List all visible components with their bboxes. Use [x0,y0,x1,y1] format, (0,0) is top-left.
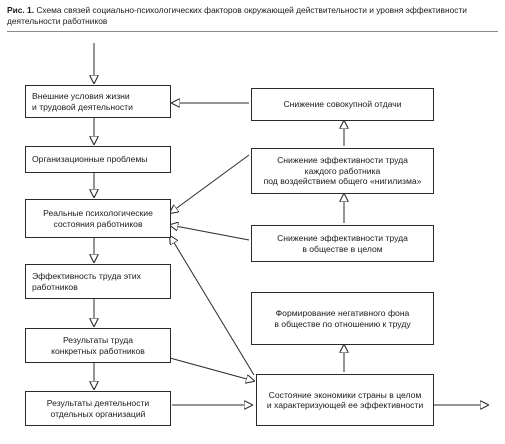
box-psychological-states-text: Реальные психологические состояния работ… [43,208,153,229]
box-total-return-decline-text: Снижение совокупной отдачи [283,99,402,110]
box-external-conditions-text: Внешние условия жизни и трудовой деятель… [32,91,133,112]
box-work-results-text: Результаты труда конкретных работников [51,335,145,356]
figure-caption-label: Рис. 1. [7,5,35,15]
arrow-b5-r5 [169,357,254,381]
figure-caption-text: Схема связей социально-психологических ф… [7,5,467,26]
box-negative-background: Формирование негативного фона в обществе… [251,292,434,345]
box-labor-efficiency: Эффективность труда этих работников [25,264,171,299]
box-economy-state-text: Состояние экономики страны в целом и хар… [266,389,424,411]
figure-caption: Рис. 1. Схема связей социально-психологи… [7,5,499,27]
box-psychological-states: Реальные психологические состояния работ… [25,199,171,238]
box-individual-efficiency-decline-text: Снижение эффективности труда каждого раб… [263,155,422,187]
box-work-results: Результаты труда конкретных работников [25,328,171,363]
box-organizational-problems: Организационные проблемы [25,146,171,173]
box-organization-results: Результаты деятельности отдельных органи… [25,391,171,426]
caption-divider [7,31,498,32]
box-external-conditions: Внешние условия жизни и трудовой деятель… [25,85,171,118]
box-total-return-decline: Снижение совокупной отдачи [251,88,434,121]
box-economy-state: Состояние экономики страны в целом и хар… [256,374,434,426]
arrow-r2-b3 [170,154,250,213]
box-society-efficiency-decline: Снижение эффективности труда в обществе … [251,225,434,262]
arrow-r3-b3 [170,225,250,241]
arrow-r5-b3 [170,236,255,376]
box-labor-efficiency-text: Эффективность труда этих работников [32,271,141,292]
box-organizational-problems-text: Организационные проблемы [32,154,148,165]
box-society-efficiency-decline-text: Снижение эффективности труда в обществе … [277,233,408,254]
box-individual-efficiency-decline: Снижение эффективности труда каждого раб… [251,148,434,194]
box-negative-background-text: Формирование негативного фона в обществе… [274,308,411,329]
box-organization-results-text: Результаты деятельности отдельных органи… [46,398,150,419]
